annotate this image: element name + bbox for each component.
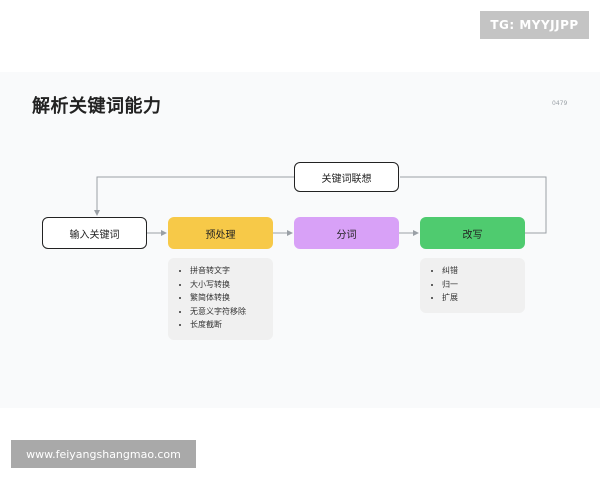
list-item: 大小写转换 [190, 278, 273, 292]
list-item: 扩展 [442, 291, 525, 305]
preprocess-steps-card: 拼音转文字 大小写转换 繁简体转换 无意义字符移除 长度截断 [168, 258, 273, 340]
loop-rewrite-to-association [400, 176, 547, 234]
list-item: 繁简体转换 [190, 291, 273, 305]
slide-title: 解析关键词能力 [32, 96, 162, 117]
list-item: 无意义字符移除 [190, 305, 273, 319]
list-item: 纠错 [442, 264, 525, 278]
node-segmentation: 分词 [294, 217, 399, 249]
page-number: 0479 [552, 100, 568, 107]
loop-association-to-input [94, 176, 294, 216]
node-rewrite: 改写 [420, 217, 525, 249]
list-item: 长度截断 [190, 318, 273, 332]
node-keyword-association: 关键词联想 [294, 162, 399, 192]
rewrite-steps-card: 纠错 归一 扩展 [420, 258, 525, 313]
list-item: 归一 [442, 278, 525, 292]
node-preprocess: 预处理 [168, 217, 273, 249]
list-item: 拼音转文字 [190, 264, 273, 278]
watermark-bottom: www.feiyangshangmao.com [11, 440, 196, 468]
node-input-keyword: 输入关键词 [42, 217, 147, 249]
watermark-top: TG: MYYJJPP [480, 11, 589, 39]
